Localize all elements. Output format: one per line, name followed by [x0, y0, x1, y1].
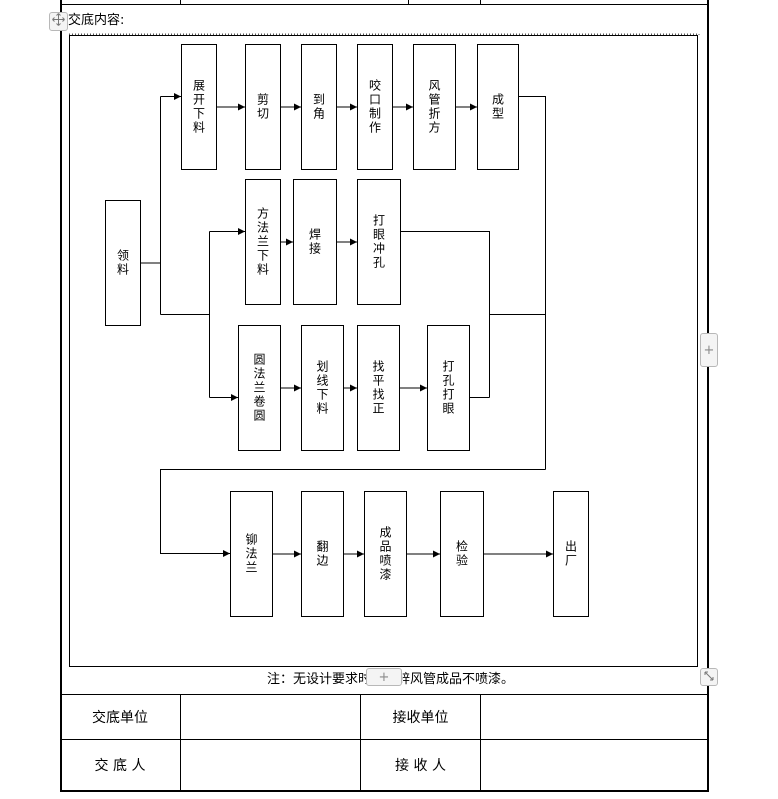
flow-line-5	[400, 231, 490, 398]
flow-label-row2-0: 方法兰下料	[257, 206, 269, 277]
flow-label-row2-1: 焊接	[309, 227, 321, 256]
flow-label-row1-2: 到角	[313, 93, 325, 121]
header-cell-divider-2	[408, 0, 409, 4]
flow-box-row3-1	[301, 325, 344, 451]
flow-box-row4-0	[230, 491, 273, 617]
hand-person-label: 交 底 人	[94, 758, 146, 774]
table-footer-mid-line	[60, 739, 709, 740]
hand-unit-label: 交底单位	[92, 710, 148, 726]
flow-box-row3-2	[357, 325, 400, 451]
flow-label-row2-2: 打眼冲孔	[373, 214, 385, 270]
table-top-line	[60, 4, 709, 5]
flow-label-source-0: 领料	[117, 249, 129, 277]
flow-box-source-0	[105, 200, 141, 326]
flow-box-row1-3	[357, 44, 393, 170]
flow-box-row4-1	[301, 491, 344, 617]
flow-label-row4-2: 成品喷漆	[379, 526, 391, 582]
header-cell-divider-1	[180, 0, 181, 4]
table-left-border	[60, 0, 62, 792]
flow-box-row4-2	[364, 491, 407, 617]
flow-label-row1-4: 风管折方	[428, 79, 440, 135]
flow-box-row4-4	[553, 491, 589, 617]
flow-label-row3-2: 找平找正	[372, 360, 384, 416]
flow-box-row2-0	[245, 179, 281, 305]
flow-box-row3-0	[238, 325, 281, 451]
flow-box-row4-3	[440, 491, 484, 617]
flow-line-4	[518, 96, 546, 470]
flow-label-row1-1: 剪切	[257, 92, 269, 121]
flow-label-row4-4: 出厂	[565, 540, 577, 568]
flow-arrow-to-row4	[160, 469, 546, 557]
header-cell-divider-3	[480, 0, 481, 4]
footer-divider-3	[480, 694, 481, 791]
table-resize-handle[interactable]	[700, 668, 718, 686]
flow-label-row1-5: 成型	[492, 93, 504, 121]
flow-label-row1-3: 咬口制作	[369, 78, 381, 135]
flow-label-row1-0: 展开下料	[193, 79, 205, 135]
flow-box-row1-5	[477, 44, 519, 170]
flow-label-row4-3: 检验	[456, 539, 468, 568]
flow-box-row1-4	[413, 44, 456, 170]
plus-icon: +	[703, 342, 715, 358]
hand-unit-value[interactable]	[181, 695, 360, 739]
table-footer-top-line	[60, 694, 709, 695]
flow-box-row2-2	[357, 179, 401, 305]
receive-person-label: 接 收 人	[395, 758, 446, 774]
resize-diagonal-icon	[704, 670, 714, 685]
move-arrows-icon	[52, 13, 65, 30]
flow-label-row3-3: 打孔打眼	[442, 360, 454, 416]
receive-unit-label: 接收单位	[392, 710, 449, 726]
drawing-dotted-frame	[68, 33, 700, 36]
drawing-frame	[69, 35, 698, 667]
plus-icon: +	[378, 669, 390, 685]
table-right-border	[707, 0, 709, 792]
receive-person-value[interactable]	[481, 740, 707, 790]
flow-box-row1-1	[245, 44, 281, 170]
footer-divider-1	[180, 694, 181, 791]
flow-box-row1-2	[301, 44, 337, 170]
receive-unit-value[interactable]	[481, 695, 707, 739]
flow-box-row1-0	[181, 44, 217, 170]
flow-label-row4-0: 铆法兰	[245, 532, 257, 575]
content-label: 交底内容:	[68, 13, 125, 28]
flow-label-row3-0: 圆法兰卷圆	[253, 353, 265, 423]
flow-box-row2-1	[293, 179, 337, 305]
footer-divider-2	[360, 694, 361, 791]
add-row-handle[interactable]: +	[366, 668, 402, 686]
add-column-handle[interactable]: +	[700, 333, 718, 367]
table-bottom-border	[60, 790, 709, 792]
flow-label-row4-1: 翻边	[316, 540, 328, 568]
flow-box-row3-3	[427, 325, 470, 451]
flow-label-row3-1: 划线下料	[316, 360, 328, 416]
table-move-handle[interactable]	[49, 12, 68, 31]
hand-person-value[interactable]	[181, 740, 360, 790]
